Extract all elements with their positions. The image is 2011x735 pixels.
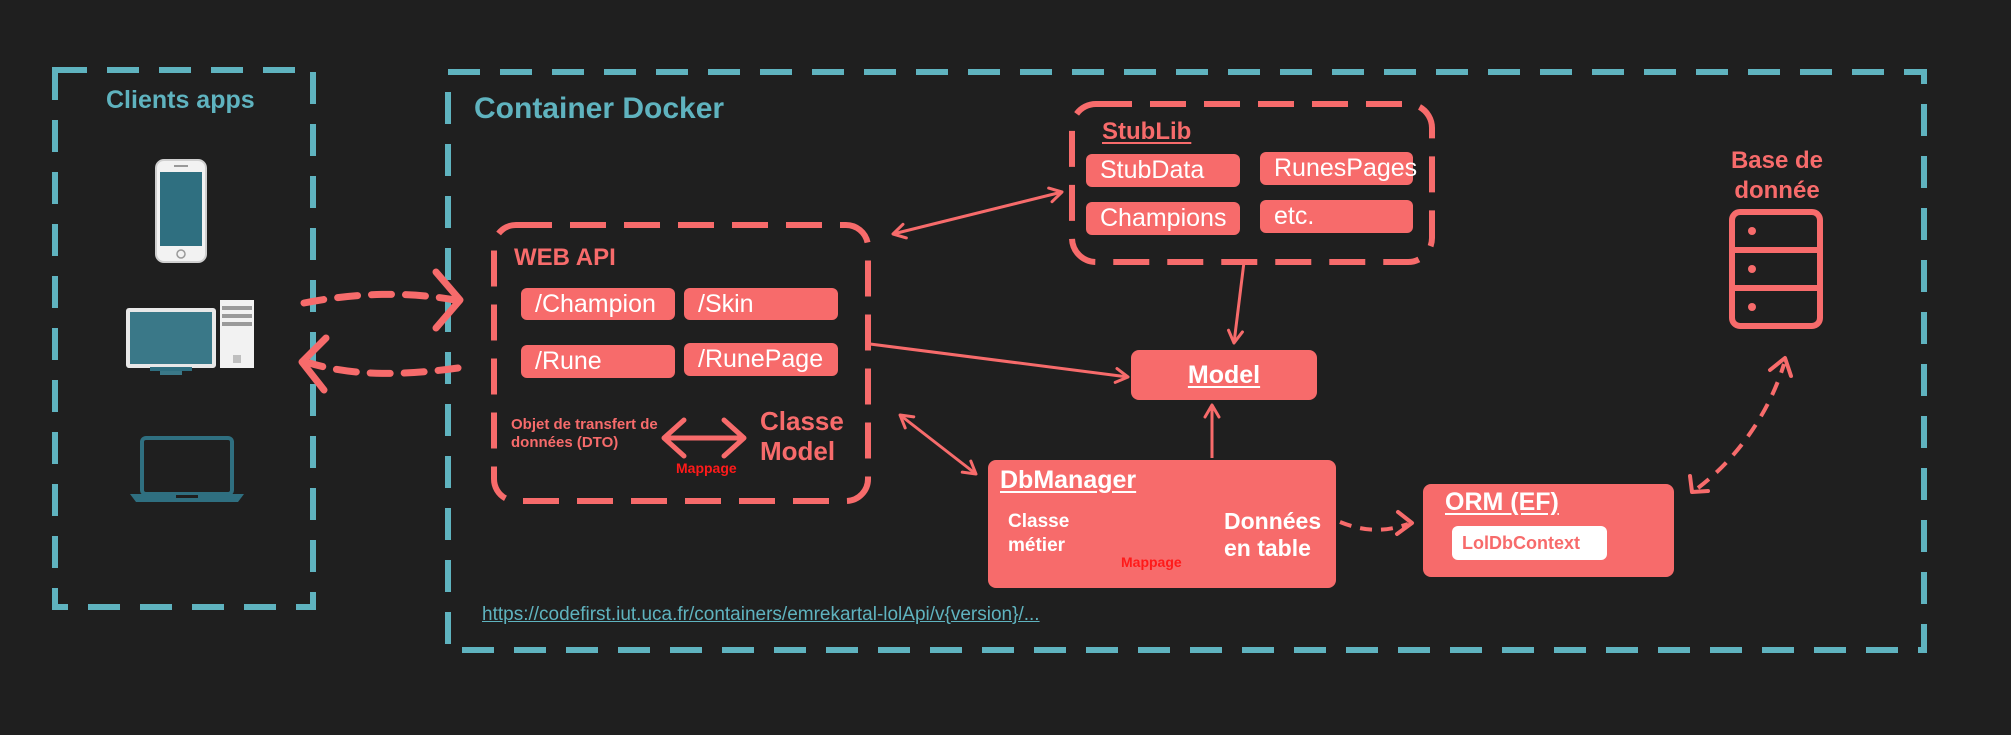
database-server-icon (1729, 209, 1823, 329)
response-arrowhead (298, 334, 330, 394)
route-rune: /Rune (521, 345, 675, 378)
database-title: Base de donnée (1730, 147, 1824, 204)
response-arrow (302, 358, 462, 377)
clients-apps-frame (52, 67, 316, 610)
dbmanager-orm-arrow (1339, 520, 1409, 532)
webapi-model-arrow (869, 342, 1130, 384)
webapi-title: WEB API (514, 244, 616, 271)
dbmanager-donnees-table: Données en table (1224, 508, 1322, 561)
stublib-stubdata: StubData (1086, 154, 1240, 187)
desktop-computer-icon (126, 300, 254, 375)
orm-database-arrowhead-top (1768, 356, 1793, 378)
stublib-frame (1069, 101, 1435, 265)
orm-database-arrow (1696, 363, 1786, 490)
loldbcontext-chip: LolDbContext (1452, 526, 1607, 560)
request-arrowhead (432, 268, 464, 332)
laptop-icon (130, 436, 244, 502)
orm-title: ORM (EF) (1445, 488, 1559, 516)
route-skin: /Skin (684, 288, 838, 320)
container-url-link[interactable]: https://codefirst.iut.uca.fr/containers/… (482, 604, 1040, 625)
stublib-runespages: RunesPages (1260, 152, 1417, 185)
stublib-title: StubLib (1102, 118, 1192, 145)
model-title: Model (1187, 360, 1261, 389)
webapi-frame (491, 222, 871, 504)
stublib-etc: etc. (1260, 200, 1413, 233)
dbmanager-classe-metier: Classe métier (1008, 511, 1070, 556)
dbmanager-box (988, 460, 1336, 588)
clients-apps-title: Clients apps (106, 86, 255, 114)
container-docker-title: Container Docker (474, 92, 725, 125)
dbmanager-title: DbManager (1000, 466, 1137, 494)
stublib-champions: Champions (1086, 202, 1240, 235)
webapi-mapping-arrow (661, 417, 747, 459)
webapi-mapping-label: Mappage (676, 460, 737, 476)
route-champion: /Champion (521, 288, 675, 320)
dto-label: Objet de transfert de données (DTO) (511, 416, 658, 451)
stublib-model-arrow (1227, 261, 1246, 345)
classe-model-label: Classe Model (760, 406, 844, 466)
stublib-webapi-arrow (891, 186, 1064, 240)
smartphone-icon (155, 159, 207, 263)
route-runepage: /RunePage (684, 343, 838, 376)
model-box: Model (1131, 350, 1317, 400)
dbmanager-mapping-label: Mappage (1121, 554, 1182, 570)
webapi-dbmanager-arrow (898, 413, 978, 476)
loldbcontext-label: LolDbContext (1462, 532, 1580, 553)
container-docker-frame (445, 69, 1927, 653)
orm-database-arrowhead-bottom (1688, 474, 1710, 494)
dbmanager-orm-arrowhead (1395, 510, 1414, 536)
request-arrow (300, 290, 459, 307)
